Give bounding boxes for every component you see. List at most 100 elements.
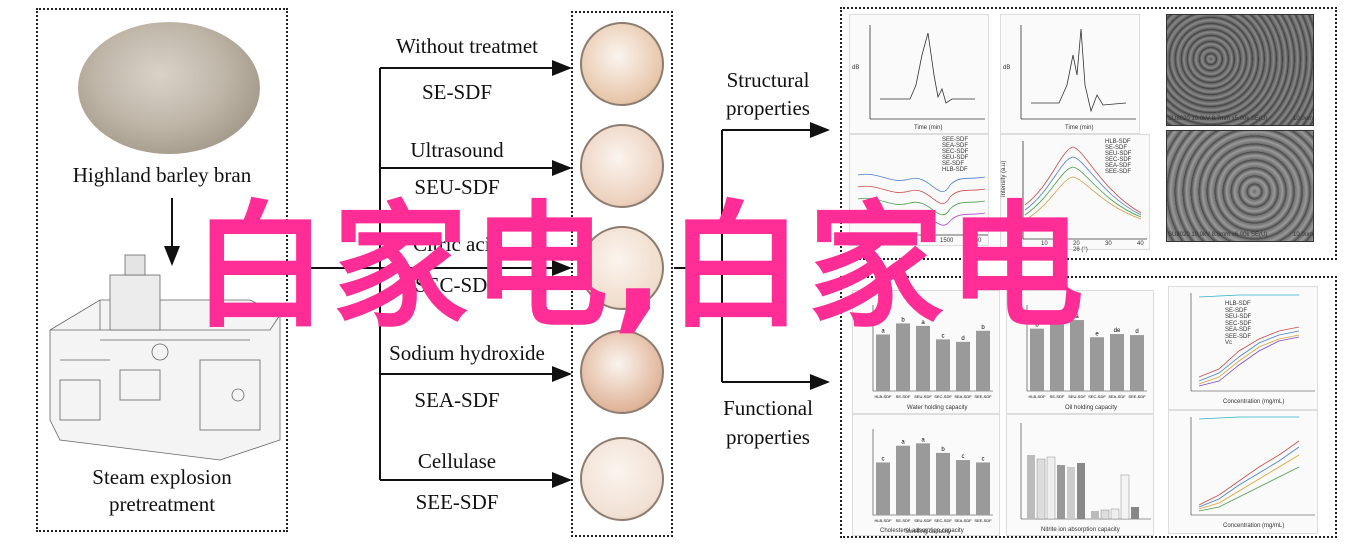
bar-chart-swelling-plot: cHLB-SDFaSE-SDFaSEU-SDFbSEC-SDFcSEA-SDFc… (872, 429, 993, 523)
sem-caption-2: SU8020 10.0kV 8.6mm x6.00k SE(U) (1168, 232, 1268, 238)
chromatogram-a-xlabel: Time (min) (914, 125, 943, 131)
xrd-legend-4: SEC-SDF (1105, 157, 1132, 163)
bar (956, 460, 970, 515)
bar-significance-letter: b (941, 447, 945, 453)
bar (1050, 324, 1064, 391)
outcome-structural-line2: properties (726, 96, 810, 120)
bar (876, 334, 890, 391)
bar-significance-letter: d (961, 336, 964, 342)
bar (956, 341, 970, 391)
bar-category-label: SEE-SDF (974, 518, 992, 523)
bar-significance-letter: b (981, 325, 985, 331)
ftir-tick-1: 1500 (940, 238, 954, 244)
xrd-tick-3: 30 (1105, 241, 1112, 247)
bar-chart-water-caption: Water holding capacity (907, 405, 968, 411)
bar (976, 462, 990, 515)
treatment-sample-5: SEE-SDF (415, 490, 499, 514)
bar-significance-letter: c (942, 333, 945, 339)
bar-significance-letter: d (1135, 329, 1138, 335)
bar-chart-oil-plot: bHLB-SDFcSE-SDFaSEU-SDFeSEC-SDFdeSEA-SDF… (1026, 305, 1147, 399)
bar (1070, 320, 1084, 391)
plate-see-sdf (580, 437, 664, 521)
bar-category-label: SE-SDF (896, 518, 911, 523)
treatment-sample-3: SEC-SDF (414, 273, 500, 297)
bar-category-label: SEU-SDF (1068, 394, 1086, 399)
dpph-legend-5: SEA-SDF (1225, 327, 1252, 333)
dpph-legend-4: SEC-SDF (1225, 320, 1252, 327)
bar-category-label: SEE-SDF (1128, 394, 1146, 399)
bar-category-label: SE-SDF (896, 394, 911, 399)
ftir-legend-4: SEU-SDF (942, 155, 969, 161)
bar (876, 462, 890, 515)
bar-significance-letter: b (901, 317, 905, 323)
bar-significance-letter: e (1095, 331, 1099, 337)
outcome-structural-line1: Structural (726, 68, 810, 92)
treatment-method-5: Cellulase (417, 449, 497, 473)
treatment-method-3: Citric acid (412, 232, 502, 256)
structural-properties-panel (840, 7, 1337, 260)
bar (896, 323, 910, 391)
watermark-overlay: 白家电,白家电 (192, 189, 1088, 347)
bar-significance-letter: c (962, 454, 965, 460)
steam-explosion-equipment-sketch (49, 254, 281, 461)
treatment-sample-1: SE-SDF (421, 80, 493, 104)
pretreatment-label-line1: Steam explosion (92, 465, 232, 489)
ftir-legend-5: SE-SDF (942, 161, 965, 167)
plate-seu-sdf (580, 124, 664, 208)
xrd-legend-2: SE-SDF (1105, 145, 1128, 151)
bar-category-label: SEU-SDF (914, 394, 932, 399)
chromatogram-b: dB Time (min) (1000, 14, 1140, 134)
xrd-patterns: HLB-SDF SE-SDF SEU-SDF SEC-SDF SEA-SDF S… (1000, 134, 1150, 253)
bar (936, 339, 950, 391)
bar (1090, 337, 1104, 391)
bar (1030, 328, 1044, 391)
adsorption-chart: Nitrite ion absorption capacity (1006, 414, 1154, 536)
bar (976, 330, 990, 391)
bar (916, 325, 930, 391)
pretreatment-label-line2: pretreatment (108, 492, 216, 516)
ftir-legend-3: SEC-SDF (942, 149, 969, 155)
sem-caption-1: SU8020 10.0kV 8.7mm x5.00k SE(U) (1168, 116, 1268, 122)
bar-significance-letter: a (881, 328, 885, 334)
bar-chart-oil-caption: Oil holding capacity (1065, 405, 1118, 411)
dpph-legend: HLB-SDF SE-SDF SEU-SDF SEC-SDF SEA-SDF S… (1225, 301, 1251, 347)
dpph-legend-3: SEU-SDF (1225, 314, 1252, 320)
bar-category-label: SEA-SDF (954, 518, 972, 523)
chromatogram-a-ylabel: dB (852, 65, 860, 71)
plate-sec-sdf (580, 226, 664, 310)
plates-panel (571, 11, 673, 537)
sem-image-1 (1166, 14, 1314, 126)
bar-category-label: SEC-SDF (934, 394, 952, 399)
functional-properties-panel (840, 276, 1337, 538)
dpph-xlabel: Concentration (mg/mL) (1223, 399, 1285, 405)
ftir-legend-2: SEA-SDF (942, 143, 969, 149)
sem-image-2 (1166, 130, 1314, 242)
treatment-sample-4: SEA-SDF (414, 388, 500, 412)
bar-axes (872, 305, 993, 392)
raw-material-panel: Highland barley bran Steam explosion pre… (36, 8, 288, 532)
adsorption-caption: Nitrite ion absorption capacity (1041, 527, 1120, 533)
ftir-legend-6: HLB-SDF (942, 167, 968, 173)
bar-category-label: HLB-SDF (1028, 394, 1046, 399)
bar-category-label: SEC-SDF (934, 518, 952, 523)
dpph-legend-1: HLB-SDF (1225, 301, 1251, 307)
ftir-legend-1: SEE-SDF (942, 137, 969, 143)
dpph-legend-6: SEE-SDF (1225, 333, 1252, 340)
chromatogram-b-ylabel: dB (1003, 65, 1011, 71)
bar (896, 445, 910, 515)
cholesterol-caption: Cholesterol adsorption capacity (880, 528, 964, 534)
sem-scale-2: 10.0um (1293, 232, 1314, 238)
abts-xlabel: Concentration (mg/mL) (1223, 523, 1285, 529)
bar (1110, 334, 1124, 391)
dpph-legend-7: Vc (1225, 340, 1233, 346)
bar-significance-letter: c (882, 456, 885, 462)
bar-significance-letter: c (1056, 318, 1059, 324)
xrd-legend-1: HLB-SDF (1105, 139, 1131, 145)
treatment-method-4: Sodium hydroxide (389, 341, 545, 365)
bar-axes (872, 429, 993, 516)
bar-significance-letter: c (982, 456, 985, 462)
